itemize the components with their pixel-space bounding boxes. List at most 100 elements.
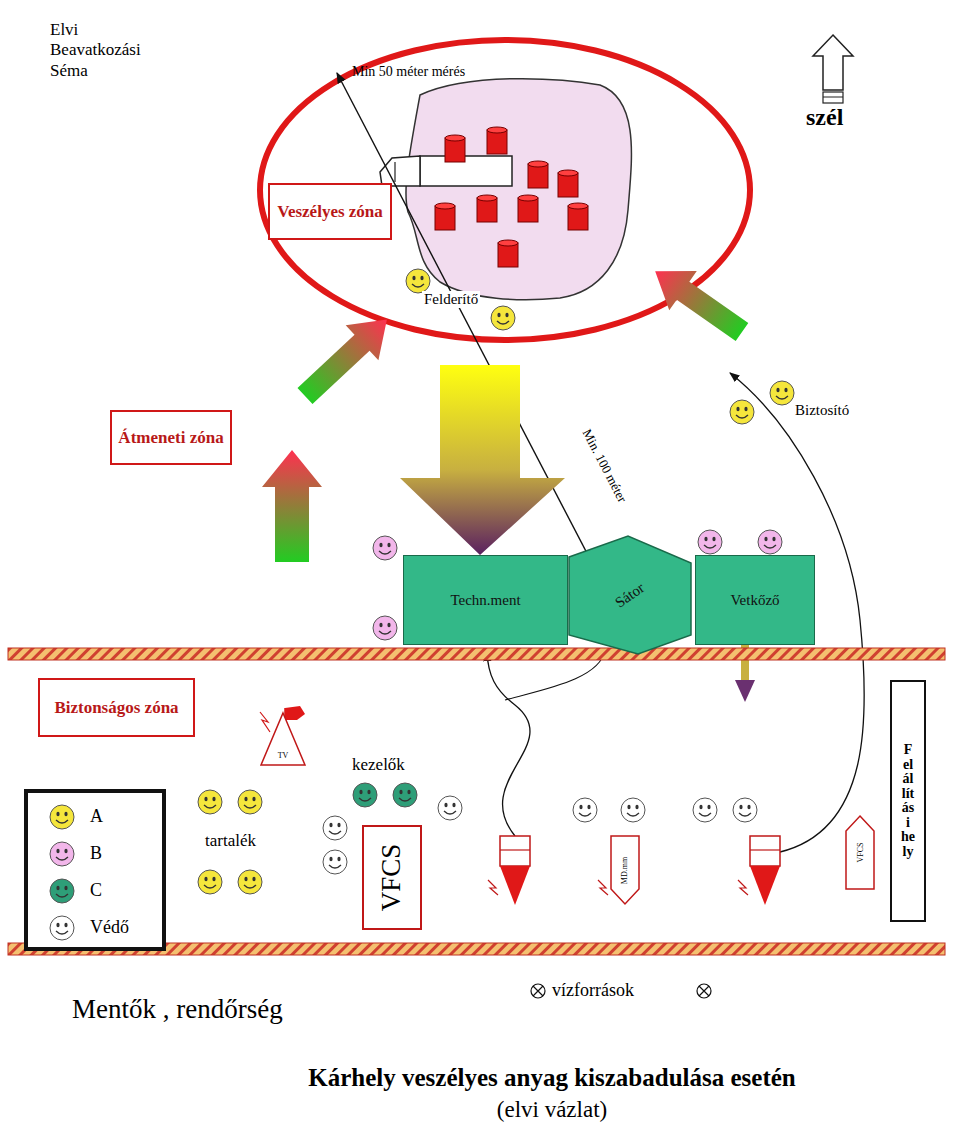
legend-text: C: [90, 880, 102, 901]
face-eye: [212, 797, 215, 801]
face-circle: [698, 530, 722, 554]
legend-swatch: [50, 842, 74, 866]
face-eye: [244, 797, 247, 801]
face-eye: [329, 857, 332, 861]
face-eye: [712, 537, 715, 541]
tent-hexagon: Sátor: [568, 535, 692, 655]
face-smile: [379, 631, 391, 634]
text-label: Mentők , rendőrség: [72, 994, 283, 1025]
text-label: vízforrások: [552, 980, 634, 1001]
truck: [380, 156, 420, 186]
person-face: [438, 796, 462, 820]
fire-truck: [750, 849, 780, 850]
face-eye: [747, 805, 750, 809]
face-eye: [204, 797, 207, 801]
face-smile: [776, 396, 788, 399]
legend-swatch: [50, 879, 74, 903]
text-label: Min. 100 méter: [578, 425, 630, 507]
fire-truck: [488, 836, 780, 905]
barrel-body: [498, 243, 518, 267]
node-shape: [611, 836, 639, 904]
spill-area: [406, 79, 632, 300]
barrel-body: [487, 130, 507, 154]
face-circle: [373, 616, 397, 640]
barrel: [498, 240, 518, 267]
face-smile: [244, 885, 256, 888]
barrel-body: [568, 206, 588, 230]
barrel: [518, 195, 538, 222]
flag: [260, 712, 270, 732]
face-eye: [579, 805, 582, 809]
person-face: [50, 916, 74, 940]
fire-truck: [750, 866, 780, 905]
face-eye: [252, 797, 255, 801]
person-face: [50, 879, 74, 903]
face-circle: [438, 796, 462, 820]
face-smile: [699, 813, 711, 816]
face-eye: [699, 805, 702, 809]
face-smile: [204, 805, 216, 808]
barrel-body: [435, 206, 455, 230]
node-shape: [846, 816, 874, 889]
face-smile: [497, 321, 509, 324]
person-face: [198, 870, 222, 894]
barrel-top: [477, 195, 497, 201]
face-eye: [420, 276, 423, 280]
face-eye: [772, 537, 775, 541]
text-label: (elvi vázlat): [497, 1097, 607, 1123]
person-face: [373, 536, 397, 560]
text-label: tartalék: [205, 831, 256, 851]
face-circle: [758, 530, 782, 554]
water-source-symbol: [533, 986, 543, 996]
face-eye: [444, 803, 447, 807]
zone-boundary: [8, 648, 945, 660]
face-eye: [704, 537, 707, 541]
face-smile: [204, 885, 216, 888]
face-circle: [573, 798, 597, 822]
barrel: [445, 135, 465, 162]
legend-frame: [26, 791, 164, 949]
person-face: [50, 842, 74, 866]
barrel: [435, 127, 588, 267]
face-eye: [359, 790, 362, 794]
approach-arrow: [262, 450, 322, 562]
face-eye: [764, 537, 767, 541]
node-text: Felállítási hely: [901, 743, 915, 859]
face-eye: [56, 886, 59, 890]
face-eye: [64, 886, 67, 890]
face-circle: [733, 798, 757, 822]
fire-truck: [750, 836, 780, 866]
face-circle: [323, 816, 347, 840]
face-smile: [56, 857, 68, 860]
fire-truck: [598, 880, 608, 895]
text-label: Min 50 méter mérés: [352, 64, 465, 80]
face-smile: [579, 813, 591, 816]
face-smile: [627, 813, 639, 816]
face-circle: [353, 783, 377, 807]
water-source-symbol: [699, 986, 709, 996]
node-text: MD.mm: [621, 856, 630, 883]
process-box: Techn.ment: [403, 555, 568, 645]
person-face: [621, 798, 645, 822]
face-eye: [387, 623, 390, 627]
vehicle-box: VFCS: [362, 825, 422, 930]
face-smile: [399, 798, 411, 801]
face-eye: [776, 388, 779, 392]
face-eye: [399, 790, 402, 794]
face-eye: [587, 805, 590, 809]
face-eye: [505, 313, 508, 317]
legend-frame: [26, 791, 164, 949]
legend-text: B: [90, 843, 102, 864]
face-circle: [238, 790, 262, 814]
face-eye: [739, 805, 742, 809]
face-circle: [373, 536, 397, 560]
face-eye: [736, 407, 739, 411]
spill-area: [406, 79, 632, 300]
person-face: [323, 850, 347, 874]
face-eye: [64, 812, 67, 816]
text-label: Biztosító: [793, 402, 851, 419]
face-eye: [204, 877, 207, 881]
face-eye: [407, 790, 410, 794]
node-text: Vetkőző: [730, 592, 779, 609]
